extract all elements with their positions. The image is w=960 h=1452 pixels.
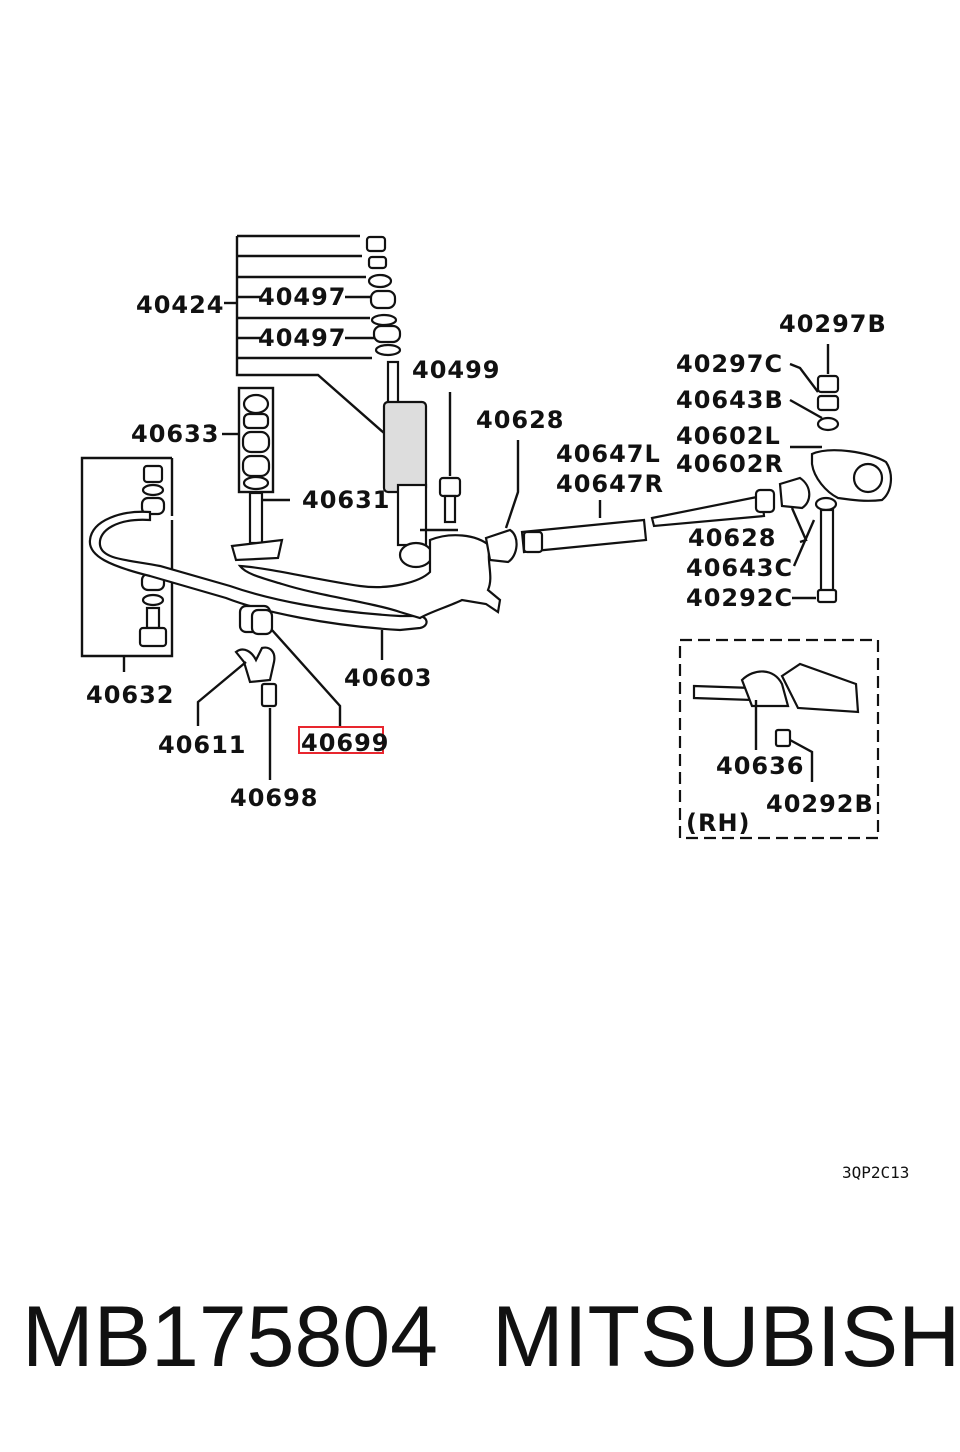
label-40602R: 40602R bbox=[676, 450, 784, 478]
label-40698: 40698 bbox=[230, 784, 319, 812]
label-40631: 40631 bbox=[302, 486, 391, 514]
strut-rod-40647 bbox=[520, 488, 776, 554]
diagram-code: 3QP2C13 bbox=[842, 1163, 909, 1182]
label-40647L: 40647L bbox=[556, 440, 661, 468]
bolt-40292C bbox=[792, 496, 838, 604]
label-40699-highlighted[interactable]: 40699 bbox=[301, 729, 390, 757]
label-40636: 40636 bbox=[716, 752, 805, 780]
link-group-40632 bbox=[80, 456, 174, 672]
label-40628-top: 40628 bbox=[476, 406, 565, 434]
label-40603: 40603 bbox=[344, 664, 433, 692]
label-40497-upper: 40497 bbox=[258, 283, 347, 311]
clamp-bushing bbox=[196, 604, 384, 780]
label-40643C: 40643C bbox=[686, 554, 793, 582]
bushing-stack-40633 bbox=[222, 386, 275, 494]
label-40643B: 40643B bbox=[676, 386, 784, 414]
label-40424: 40424 bbox=[136, 291, 225, 319]
rh-detail-box bbox=[678, 638, 880, 840]
label-40633: 40633 bbox=[131, 420, 220, 448]
label-40292B: 40292B bbox=[766, 790, 874, 818]
shock-washer-stack bbox=[365, 235, 402, 357]
label-40499: 40499 bbox=[412, 356, 501, 384]
label-40497-lower: 40497 bbox=[258, 324, 347, 352]
footer-brand: MITSUBISHI bbox=[492, 1289, 960, 1385]
nut-stack-40297 bbox=[789, 344, 840, 432]
shock-absorber bbox=[382, 360, 434, 569]
label-rh: (RH) bbox=[686, 809, 751, 837]
shock-stack-leaders bbox=[224, 234, 393, 441]
label-40602L: 40602L bbox=[676, 422, 781, 450]
label-40297C: 40297C bbox=[676, 350, 783, 378]
label-40292C: 40292C bbox=[686, 584, 793, 612]
label-40647R: 40647R bbox=[556, 470, 664, 498]
label-40297B: 40297B bbox=[779, 310, 887, 338]
label-40628-right: 40628 bbox=[688, 524, 777, 552]
label-40611: 40611 bbox=[158, 731, 247, 759]
label-40632: 40632 bbox=[86, 681, 175, 709]
footer-part-number: MB175804 bbox=[22, 1289, 438, 1385]
highlight-box-40699 bbox=[298, 726, 384, 754]
bolt-40499 bbox=[438, 392, 462, 524]
stud-plate-40631 bbox=[230, 491, 290, 562]
rod-bushings bbox=[484, 440, 811, 564]
rod-bracket-40602 bbox=[790, 445, 892, 502]
